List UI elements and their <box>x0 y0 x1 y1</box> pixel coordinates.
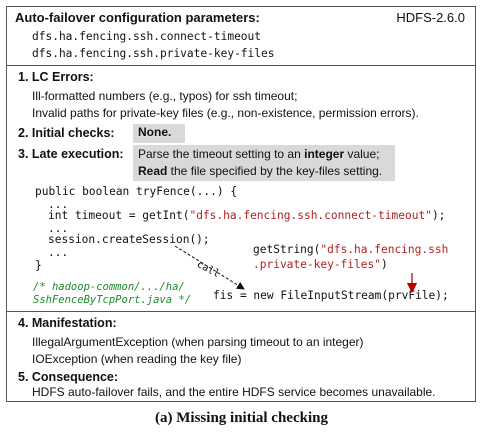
source-comment-line1: /* hadoop-common/.../ha/ <box>33 281 185 293</box>
code-divider <box>6 311 476 312</box>
code-fis-line: fis = new FileInputStream(prvFile); <box>213 289 449 302</box>
late-execution-box: Parse the timeout setting to an integer … <box>133 145 395 181</box>
param-private-key-files: dfs.ha.fencing.ssh.private-key-files <box>32 47 275 60</box>
header-divider <box>6 65 476 66</box>
late-exec-line1-pre: Parse the timeout setting to an <box>138 147 305 161</box>
code-timeout-end: ); <box>431 209 446 222</box>
code-line-signature: public boolean tryFence(...) { <box>35 185 238 198</box>
lc-error-line-2: Invalid paths for private-key files (e.g… <box>32 106 419 120</box>
late-exec-line2-post: the file specified by the key-files sett… <box>167 164 383 178</box>
source-comment-line2: SshFenceByTcpPort.java */ <box>33 294 192 306</box>
code-getstring-pre: getString( <box>253 243 321 256</box>
late-exec-integer: integer <box>304 147 345 161</box>
late-exec-line1-post: value; <box>344 147 380 161</box>
late-exec-read: Read <box>138 164 168 178</box>
manifestation-line-1: IllegalArgumentException (when parsing t… <box>32 335 364 349</box>
manifestation-title: 4. Manifestation: <box>18 316 117 330</box>
code-getstring-line1: getString("dfs.ha.fencing.ssh <box>253 243 448 256</box>
lc-error-line-1: Ill-formatted numbers (e.g., typos) for … <box>32 89 298 103</box>
figure-frame <box>6 6 476 402</box>
code-ellipsis-2: ... <box>48 222 69 235</box>
code-getstring-line2: .private-key-files") <box>253 258 388 271</box>
initial-checks-value: None. <box>133 124 185 143</box>
code-ellipsis-3: ... <box>48 246 69 259</box>
code-closing-brace: } <box>35 259 42 272</box>
code-timeout-key: "dfs.ha.fencing.ssh.connect-timeout" <box>189 209 432 222</box>
config-params-title: Auto-failover configuration parameters: <box>15 10 260 25</box>
consequence-line: HDFS auto-failover fails, and the entire… <box>32 385 436 399</box>
code-line-timeout: int timeout = getInt("dfs.ha.fencing.ssh… <box>48 209 445 222</box>
late-execution-title: 3. Late execution: <box>18 147 124 161</box>
consequence-title: 5. Consequence: <box>18 370 119 384</box>
figure-caption: (a) Missing initial checking <box>155 410 328 426</box>
initial-checks-title: 2. Initial checks: <box>18 126 115 140</box>
manifestation-line-2: IOException (when reading the key file) <box>32 352 242 366</box>
code-line-create-session: session.createSession(); <box>48 233 210 246</box>
code-getint: int timeout = getInt( <box>48 209 190 222</box>
code-getstring-key1: "dfs.ha.fencing.ssh <box>320 243 449 256</box>
code-ellipsis-1: ... <box>48 198 69 211</box>
param-connect-timeout: dfs.ha.fencing.ssh.connect-timeout <box>32 30 262 43</box>
code-getstring-post: ) <box>380 258 388 271</box>
code-getstring-key2: .private-key-files" <box>253 258 381 271</box>
version-label: HDFS-2.6.0 <box>396 10 465 25</box>
lc-errors-title: 1. LC Errors: <box>18 70 94 84</box>
